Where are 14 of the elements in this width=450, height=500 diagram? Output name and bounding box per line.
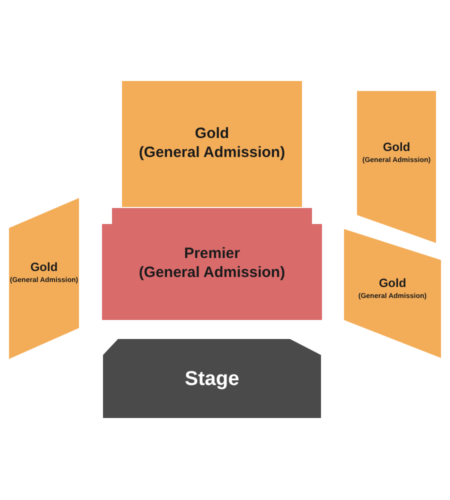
section-name: Gold xyxy=(30,260,58,276)
section-name: Gold xyxy=(378,276,406,292)
seating-section xyxy=(344,229,441,358)
seating-section xyxy=(122,81,302,207)
admission-type: (General Admission) xyxy=(138,144,286,163)
seating-section xyxy=(357,91,436,243)
seating-section xyxy=(102,208,322,320)
section-name: Gold xyxy=(194,125,230,144)
section-name: Premier xyxy=(184,245,240,264)
stage xyxy=(103,339,321,418)
section-name: Stage xyxy=(184,366,240,392)
seating-section xyxy=(9,198,79,359)
admission-type: (General Admission) xyxy=(138,264,286,283)
section-name: Gold xyxy=(382,140,410,156)
